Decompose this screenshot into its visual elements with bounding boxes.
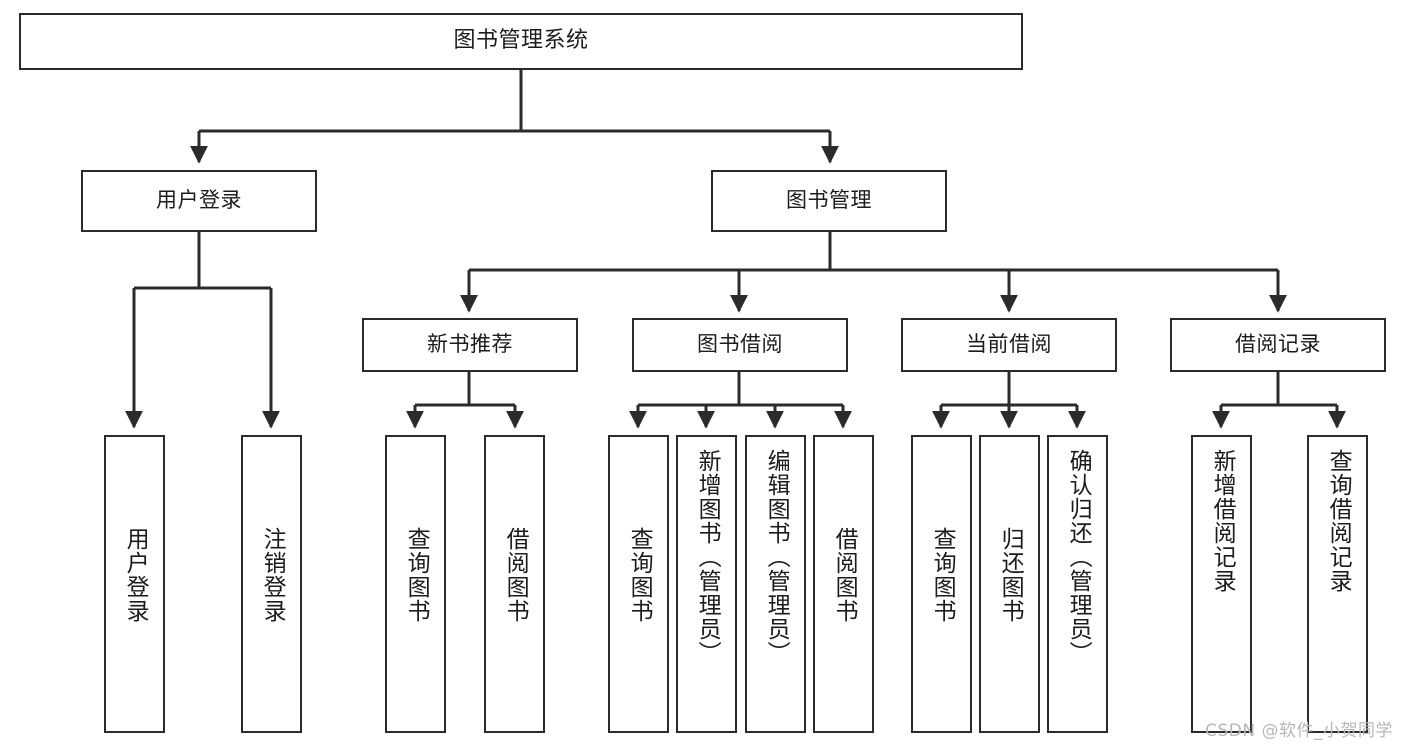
leaf-current-borrow-query[interactable]: 查询图书 (911, 435, 972, 733)
node-root-book-management-system[interactable]: 图书管理系统 (19, 13, 1023, 70)
leaf-current-borrow-confirm-return[interactable]: 确认归还（管理员） (1047, 435, 1108, 733)
leaf-book-borrow-edit[interactable]: 编辑图书（管理员） (745, 435, 806, 733)
node-label: 确认归还（管理员） (1065, 449, 1092, 665)
node-label: 查询借阅记录 (1325, 449, 1352, 593)
leaf-book-borrow-borrow[interactable]: 借阅图书 (813, 435, 874, 733)
leaf-book-borrow-query[interactable]: 查询图书 (608, 435, 669, 733)
node-label: 编辑图书（管理员） (763, 449, 790, 665)
node-book-management[interactable]: 图书管理 (711, 170, 947, 232)
node-label: 借阅图书 (831, 527, 858, 623)
node-new-book-recommend[interactable]: 新书推荐 (362, 318, 578, 372)
node-label: 查询图书 (626, 527, 653, 623)
node-label: 查询图书 (403, 527, 430, 623)
node-book-borrow[interactable]: 图书借阅 (632, 318, 848, 372)
node-user-login[interactable]: 用户登录 (81, 170, 317, 232)
leaf-user-login-signout[interactable]: 注销登录 (241, 435, 302, 733)
node-current-borrow[interactable]: 当前借阅 (901, 318, 1117, 372)
node-label: 新书推荐 (427, 332, 513, 357)
leaf-new-book-borrow[interactable]: 借阅图书 (484, 435, 545, 733)
node-borrow-record[interactable]: 借阅记录 (1170, 318, 1386, 372)
leaf-new-book-query[interactable]: 查询图书 (385, 435, 446, 733)
leaf-current-borrow-return[interactable]: 归还图书 (979, 435, 1040, 733)
csdn-watermark: CSDN @软件_小贺同学 (1205, 721, 1393, 741)
leaf-borrow-record-query[interactable]: 查询借阅记录 (1307, 435, 1368, 733)
leaf-book-borrow-add[interactable]: 新增图书（管理员） (676, 435, 737, 733)
node-label: 图书借阅 (697, 332, 783, 357)
node-label: 新增借阅记录 (1209, 449, 1236, 593)
node-label: 归还图书 (997, 527, 1024, 623)
leaf-borrow-record-add[interactable]: 新增借阅记录 (1191, 435, 1252, 733)
node-label: 注销登录 (259, 527, 286, 623)
node-label: 借阅图书 (502, 527, 529, 623)
node-label: 图书管理系统 (453, 28, 589, 54)
node-label: 用户登录 (122, 527, 149, 623)
node-label: 借阅记录 (1235, 332, 1321, 357)
node-label: 查询图书 (929, 527, 956, 623)
leaf-user-login-signin[interactable]: 用户登录 (104, 435, 165, 733)
node-label: 新增图书（管理员） (694, 449, 721, 665)
node-label: 用户登录 (156, 188, 242, 213)
node-label: 图书管理 (786, 188, 872, 213)
node-label: 当前借阅 (966, 332, 1052, 357)
